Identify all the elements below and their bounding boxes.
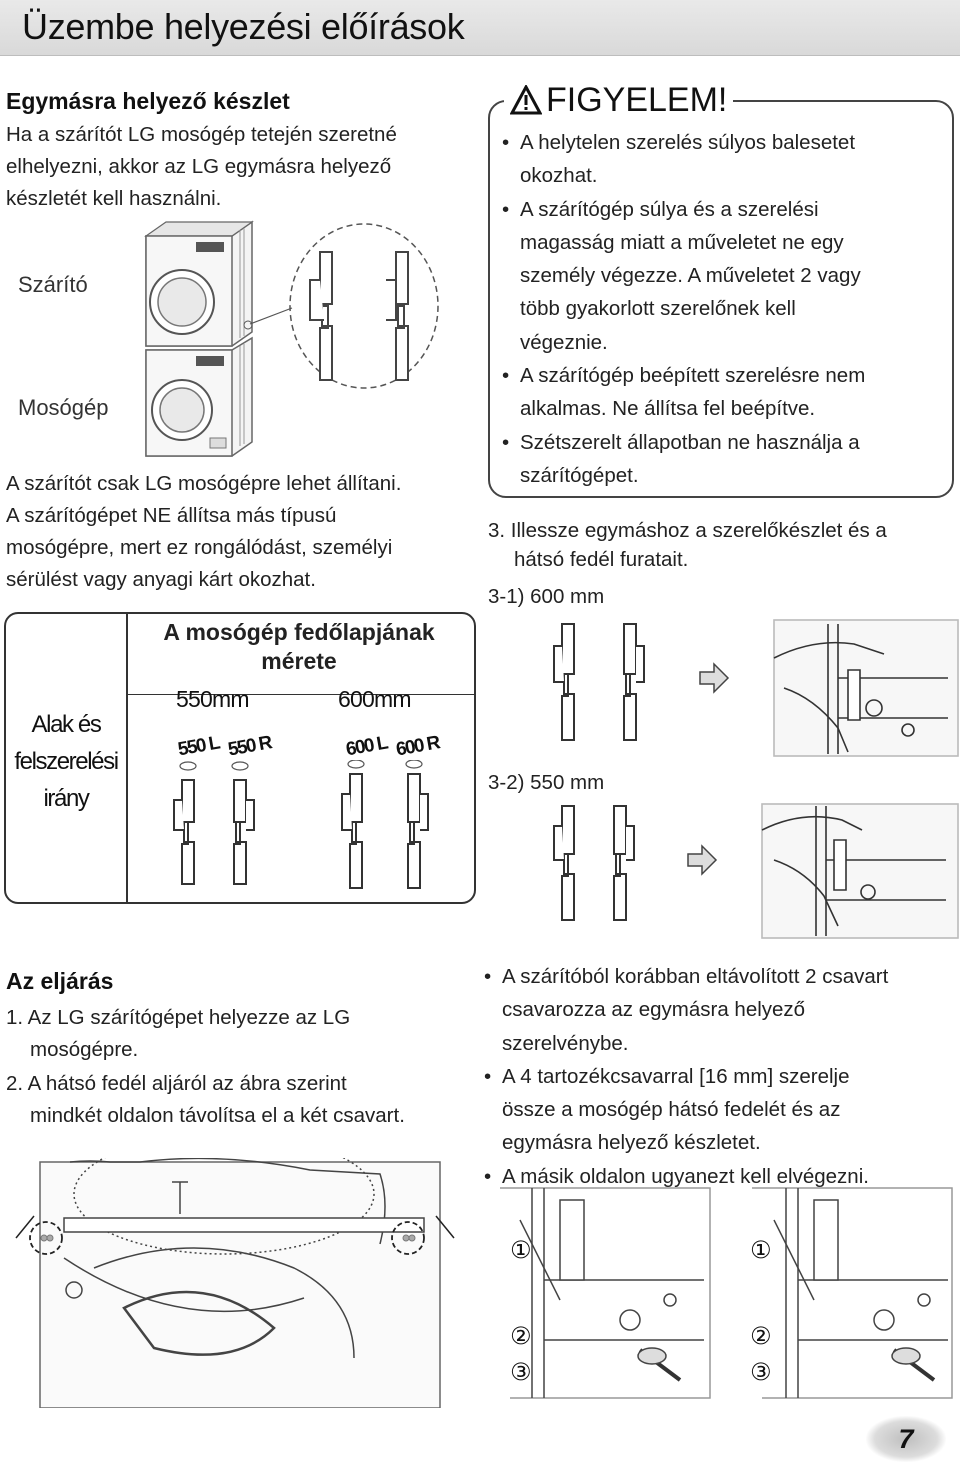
caution-line: magasság miatt a műveletet ne egy — [520, 230, 844, 254]
callout-1: ① — [510, 1237, 532, 1264]
assembly-illustration-right — [752, 1187, 953, 1399]
caution-line: A helytelen szerelés súlyos balesetet — [520, 131, 856, 154]
title-bar: Üzembe helyezési előírások — [0, 0, 960, 56]
warning-line: A szárítógépet NE állítsa más típusú — [6, 504, 337, 527]
caution-list: A helytelen szerelés súlyos balesetet ok… — [498, 126, 948, 492]
table-divider — [126, 614, 128, 904]
step-3-1-illustration — [553, 619, 959, 757]
step-3-line: hátsó fedél furatait. — [514, 548, 689, 571]
step-line: mosógépre. — [30, 1038, 139, 1061]
intro-line: Ha a szárítót LG mosógép tetején szeretn… — [6, 123, 397, 146]
caution-header: FIGYELEM! — [504, 80, 734, 120]
size-600mm: 600mm — [338, 686, 411, 712]
arrow-right-icon — [699, 662, 730, 694]
caution-title: FIGYELEM! — [546, 81, 728, 119]
step-3-1-label: 3-1) 600 mm — [488, 585, 605, 608]
column-header-line: A mosógép fedőlapjának — [163, 619, 435, 645]
caution-line: Szétszerelt állapotban ne használja a — [520, 430, 860, 454]
procedure-step-1: 1. Az LG szárítógépet helyezze az LG mos… — [6, 1002, 350, 1066]
procedure-step-2: 2. A hátsó fedél aljáról az ábra szerint… — [6, 1068, 405, 1132]
stacking-intro: Ha a szárítót LG mosógép tetején szeretn… — [6, 119, 397, 215]
bracket-shapes — [173, 760, 429, 889]
bullet-line: szerelvénybe. — [502, 1031, 629, 1055]
page-title: Üzembe helyezési előírások — [22, 6, 465, 47]
row-label-line: irány — [43, 785, 89, 812]
procedure-bullet: A 4 tartozékcsavarral [16 mm] szerelje ö… — [480, 1060, 958, 1160]
caution-item: A szárítógép beépített szerelésre nem al… — [498, 359, 948, 426]
step-3-line: 3. Illessze egymáshoz a szerelőkészlet é… — [488, 519, 887, 542]
label-dryer: Szárító — [18, 272, 88, 297]
caution-line: szárítógépet. — [520, 463, 639, 487]
warning-triangle-icon — [510, 85, 542, 115]
bullet-line: A másik oldalon ugyanezt kell elvégezni. — [502, 1164, 869, 1188]
bullet-line: csavarozza az egymásra helyező — [502, 998, 806, 1022]
column-header-line: mérete — [261, 648, 337, 674]
callout-3: ③ — [510, 1359, 532, 1386]
bullet-line: össze a mosógép hátsó fedelét és az — [502, 1098, 841, 1122]
step-3-2-illustration — [553, 803, 959, 939]
caution-line: több gyakorlott szerelőnek kell — [520, 297, 796, 321]
label-washer: Mosógép — [18, 395, 109, 420]
arrow-right-icon — [687, 844, 718, 876]
caution-line: A szárítógép súlya és a szerelési — [520, 197, 819, 221]
table-column-header: A mosógép fedőlapjának mérete — [126, 618, 472, 676]
procedure-heading: Az eljárás — [6, 968, 114, 994]
callout-1: ① — [750, 1237, 772, 1264]
caution-item: A helytelen szerelés súlyos balesetet ok… — [498, 126, 948, 193]
procedure-bullet: A másik oldalon ugyanezt kell elvégezni. — [480, 1160, 958, 1194]
bullet-line: egymásra helyező készletet. — [502, 1131, 761, 1155]
procedure-bullets: A szárítóból korábban eltávolított 2 csa… — [480, 960, 958, 1193]
stacking-warning: A szárítót csak LG mosógépre lehet állít… — [6, 468, 401, 596]
table-divider — [128, 694, 476, 695]
caution-line: alkalmas. Ne állítsa fel beépítve. — [520, 397, 816, 421]
step-3: 3. Illessze egymáshoz a szerelőkészlet é… — [488, 516, 887, 574]
warning-line: sérülést vagy anyagi kárt okozhat. — [6, 568, 316, 591]
caution-line: végeznie. — [520, 330, 608, 354]
step-line: mindkét oldalon távolítsa el a két csava… — [30, 1104, 405, 1127]
rear-panel-illustration — [15, 1158, 455, 1408]
bullet-line: A 4 tartozékcsavarral [16 mm] szerelje — [502, 1064, 850, 1088]
step-line: 2. A hátsó fedél aljáról az ábra szerint — [6, 1072, 347, 1095]
step-3-2-label: 3-2) 550 mm — [488, 771, 605, 794]
row-label-line: Alak és — [31, 711, 102, 738]
warning-line: A szárítót csak LG mosógépre lehet állít… — [6, 472, 402, 495]
page-number: 7 — [866, 1416, 946, 1462]
callout-2: ② — [750, 1323, 772, 1350]
intro-line: készletét kell használni. — [6, 187, 222, 210]
callout-3: ③ — [750, 1359, 772, 1386]
bracket-size-table — [4, 612, 476, 904]
size-550mm: 550mm — [176, 686, 249, 712]
step-line: 1. Az LG szárítógépet helyezze az LG — [6, 1006, 351, 1029]
caution-line: A szárítógép beépített szerelésre nem — [520, 364, 866, 388]
procedure-bullet: A szárítóból korábban eltávolított 2 csa… — [480, 960, 958, 1060]
caution-item: Szétszerelt állapotban ne használja a sz… — [498, 426, 948, 493]
caution-line: személy végezze. A műveletet 2 vagy — [520, 264, 861, 288]
assembly-illustration-left — [500, 1187, 711, 1399]
table-row-label: Alak és felszerelési irány — [8, 706, 124, 817]
stacking-heading: Egymásra helyező készlet — [6, 88, 290, 114]
bullet-line: A szárítóból korábban eltávolított 2 csa… — [502, 965, 889, 988]
row-label-line: felszerelési — [14, 748, 119, 775]
stacked-machines-illustration — [144, 220, 439, 457]
caution-line: okozhat. — [520, 164, 598, 188]
intro-line: elhelyezni, akkor az LG egymásra helyező — [6, 155, 392, 178]
warning-line: mosógépre, mert ez rongálódást, személyi — [6, 536, 393, 559]
caution-item: A szárítógép súlya és a szerelési magass… — [498, 193, 948, 359]
callout-2: ② — [510, 1323, 532, 1350]
